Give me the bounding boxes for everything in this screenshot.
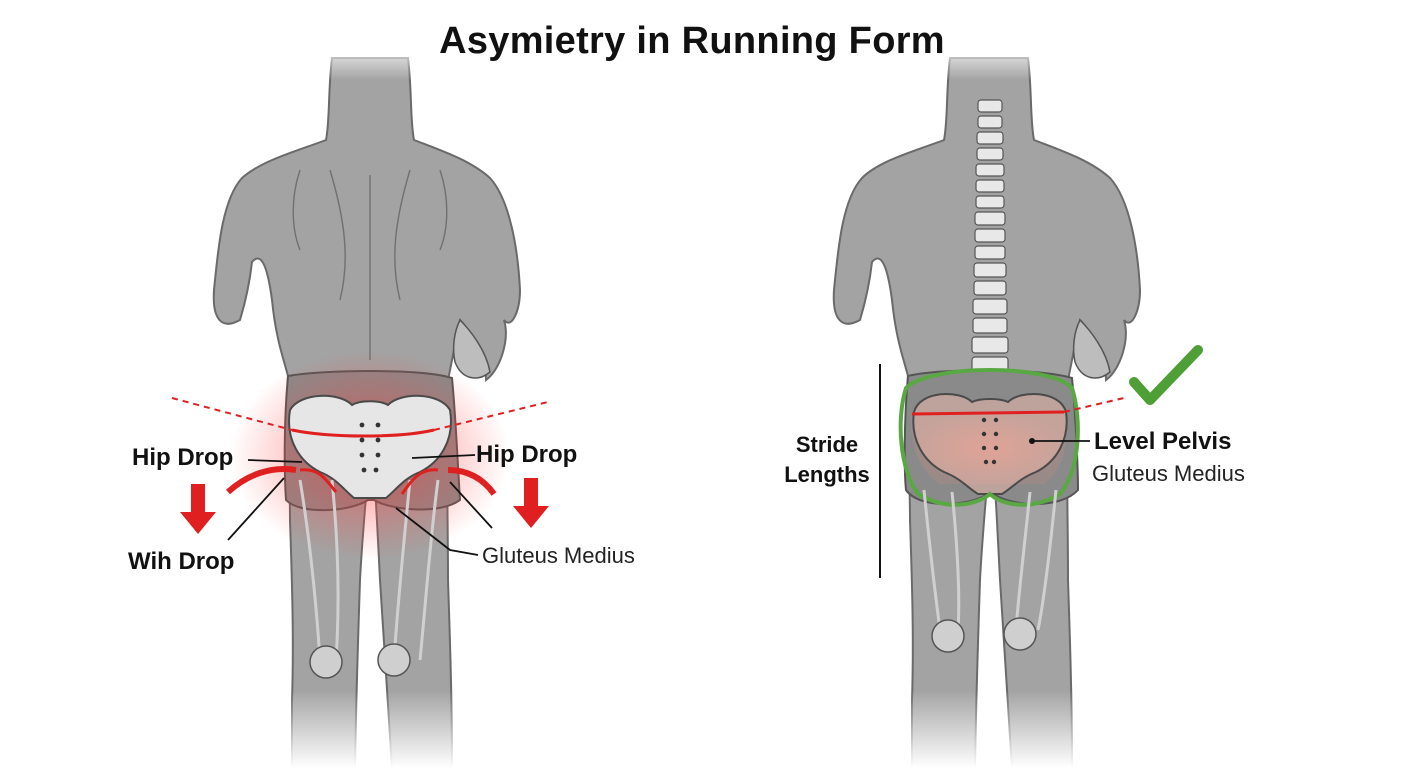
- left-callout-gluteus-2: [449, 481, 493, 529]
- right-spine: [971, 99, 1009, 374]
- level-pelvis-label: Level Pelvis: [1094, 428, 1232, 455]
- left-knee-left: [309, 645, 343, 679]
- bottom-fade: [0, 690, 1408, 768]
- left-knee-right: [377, 643, 411, 677]
- stride-label-line1: Stride: [795, 432, 859, 457]
- right-pelvis-green-outline: [898, 368, 1080, 507]
- left-red-hip-curve-right: [400, 468, 439, 495]
- left-callout-hip-drop-right: [411, 454, 476, 459]
- green-checkmark-icon: [1129, 345, 1203, 405]
- left-dashed-tilt-line-left: [171, 397, 293, 431]
- right-knee-left: [931, 619, 965, 653]
- right-sacrum-dots: [981, 417, 999, 465]
- left-red-arc-right: [447, 467, 497, 496]
- left-callout-wih-drop: [227, 477, 285, 541]
- page-title: Asymietry in Running Form: [439, 20, 945, 62]
- left-red-hip-curve-left: [299, 468, 338, 493]
- left-sacrum-dots: [359, 422, 381, 473]
- left-dashed-tilt-line-right: [433, 401, 549, 431]
- top-fade: [0, 40, 1408, 80]
- red-down-arrow-icon: [513, 478, 549, 528]
- right-hip-drop-label: Hip Drop: [476, 441, 578, 468]
- left-runner-back-lines: [292, 169, 448, 360]
- left-tilted-pelvis-line: [291, 428, 435, 438]
- right-knee-right: [1003, 617, 1037, 651]
- left-hip-drop-label: Hip Drop: [132, 444, 234, 471]
- right-runner-figure: [832, 57, 1203, 768]
- red-down-arrow-icon: [180, 484, 216, 534]
- right-femur-bones: [922, 489, 1058, 631]
- right-callout-dot: [1029, 438, 1035, 444]
- left-femur-bones: [298, 479, 440, 661]
- left-runner-figure: [171, 57, 549, 768]
- stride-label-line2: Lengths: [784, 462, 870, 487]
- left-pelvis-bone: [288, 394, 452, 499]
- left-red-arc-left: [225, 466, 297, 495]
- wih-drop-label: Wih Drop: [128, 548, 235, 575]
- left-gluteus-medius-label: Gluteus Medius: [482, 543, 635, 568]
- left-callout-gluteus: [395, 507, 479, 556]
- left-callout-hip-drop-left: [247, 459, 303, 463]
- right-gluteus-medius-label: Gluteus Medius: [1092, 461, 1245, 486]
- left-runner-right-fist: [452, 318, 491, 379]
- right-level-pelvis-line: [911, 410, 1065, 416]
- right-runner-left-fist: [1072, 318, 1111, 379]
- right-pelvis-bone: [912, 392, 1068, 495]
